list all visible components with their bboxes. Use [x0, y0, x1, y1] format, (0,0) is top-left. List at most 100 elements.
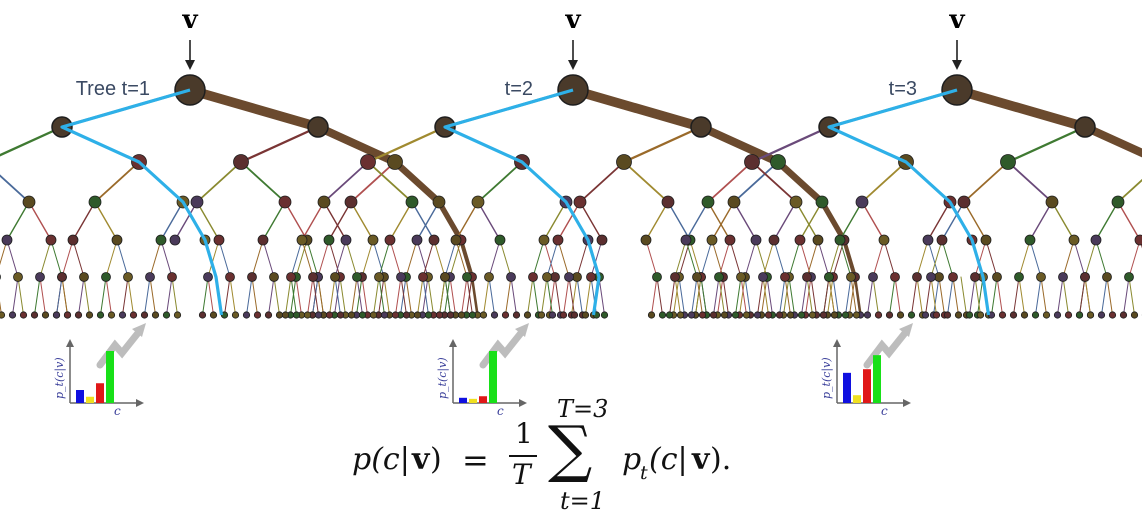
tree-edge [646, 240, 657, 277]
split-node [958, 196, 970, 208]
split-node [463, 273, 472, 282]
leaf-node [721, 312, 727, 318]
leaf-node [282, 312, 288, 318]
tree-edge [939, 277, 945, 315]
eq-rhs-v: v [692, 442, 709, 477]
tree-edge [719, 240, 730, 277]
tree-edge [528, 277, 534, 315]
histogram-bar [843, 373, 851, 403]
tree-edge [395, 162, 439, 202]
tree-edge [428, 277, 434, 315]
eq-rhs-arg: (c| [649, 442, 688, 477]
split-node [745, 155, 760, 170]
axis-arrow-icon [903, 399, 911, 407]
tree-edge [286, 277, 292, 315]
leaf-node [1131, 312, 1137, 318]
split-node [597, 235, 607, 245]
leaf-node [549, 312, 555, 318]
tree-edge [807, 240, 818, 277]
tree-edge [712, 240, 723, 277]
tree-edge [434, 240, 445, 277]
leaf-node [864, 312, 870, 318]
histogram-bar [106, 351, 114, 403]
tree-edge [745, 240, 756, 277]
tree-edge [203, 277, 209, 315]
split-node [1075, 117, 1095, 137]
split-node [270, 273, 279, 282]
split-node [14, 273, 23, 282]
split-node [472, 196, 484, 208]
tree-edge [145, 277, 151, 315]
tree-edge [396, 277, 402, 315]
tree-edge [150, 240, 161, 277]
leaf-node [743, 312, 749, 318]
tree-edge [668, 202, 690, 240]
tree-edge [472, 277, 478, 315]
input-vector-label: v [181, 5, 198, 35]
split-node [891, 273, 900, 282]
leaf-node [97, 312, 103, 318]
tree-edge [252, 277, 258, 315]
tree-edge [167, 277, 173, 315]
eq-lhs-close: ) [430, 442, 442, 477]
leaf-node [513, 312, 519, 318]
tree-edge [928, 240, 939, 277]
tree-edge [335, 240, 346, 277]
leaf-node [480, 312, 486, 318]
tree-edge [7, 202, 29, 240]
tree-edge [374, 277, 380, 315]
split-node [1135, 235, 1142, 245]
tree-edge [384, 277, 390, 315]
tree-edge [1063, 240, 1074, 277]
split-node [1091, 235, 1101, 245]
tree-edge [701, 240, 712, 277]
split-node [341, 235, 351, 245]
tree-edge [1036, 277, 1042, 315]
tree-edge [934, 277, 940, 315]
tree-edge [412, 202, 434, 240]
split-node [345, 196, 357, 208]
leaf-node [141, 312, 147, 318]
tree-edge [489, 277, 495, 315]
tree-edge [95, 202, 117, 240]
split-node [2, 235, 12, 245]
split-node [813, 235, 823, 245]
tree-edge [461, 240, 472, 277]
tree-edge [484, 277, 490, 315]
split-node [816, 196, 828, 208]
leaf-node [304, 312, 310, 318]
tree-edge [269, 277, 275, 315]
tree-edge [1074, 240, 1085, 277]
split-node [707, 235, 717, 245]
tree-edge [219, 240, 230, 277]
tree-edge [51, 240, 62, 277]
leaf-node [955, 312, 961, 318]
tree-edge [106, 240, 117, 277]
split-node [737, 273, 746, 282]
split-node [234, 155, 249, 170]
axis-arrow-icon [449, 339, 457, 347]
split-node [191, 196, 203, 208]
leaf-node [798, 312, 804, 318]
tree-edge [35, 277, 41, 315]
tree-edge [542, 277, 548, 315]
leaf-node [582, 312, 588, 318]
tree-edge [997, 277, 1003, 315]
split-node [923, 235, 933, 245]
tree-edge [577, 277, 583, 315]
split-node [1081, 273, 1090, 282]
tree-edge [569, 277, 575, 315]
split-node [248, 273, 257, 282]
split-node [36, 273, 45, 282]
leaf-node [86, 312, 92, 318]
split-node [529, 273, 538, 282]
leaf-node [853, 312, 859, 318]
split-node [156, 235, 166, 245]
histogram-bar [853, 395, 861, 403]
tree-edge [948, 277, 954, 315]
leaf-node [842, 312, 848, 318]
tree-edge [161, 202, 183, 240]
tree-edge [362, 277, 368, 315]
split-node [1001, 155, 1016, 170]
tree-edge [756, 240, 767, 277]
